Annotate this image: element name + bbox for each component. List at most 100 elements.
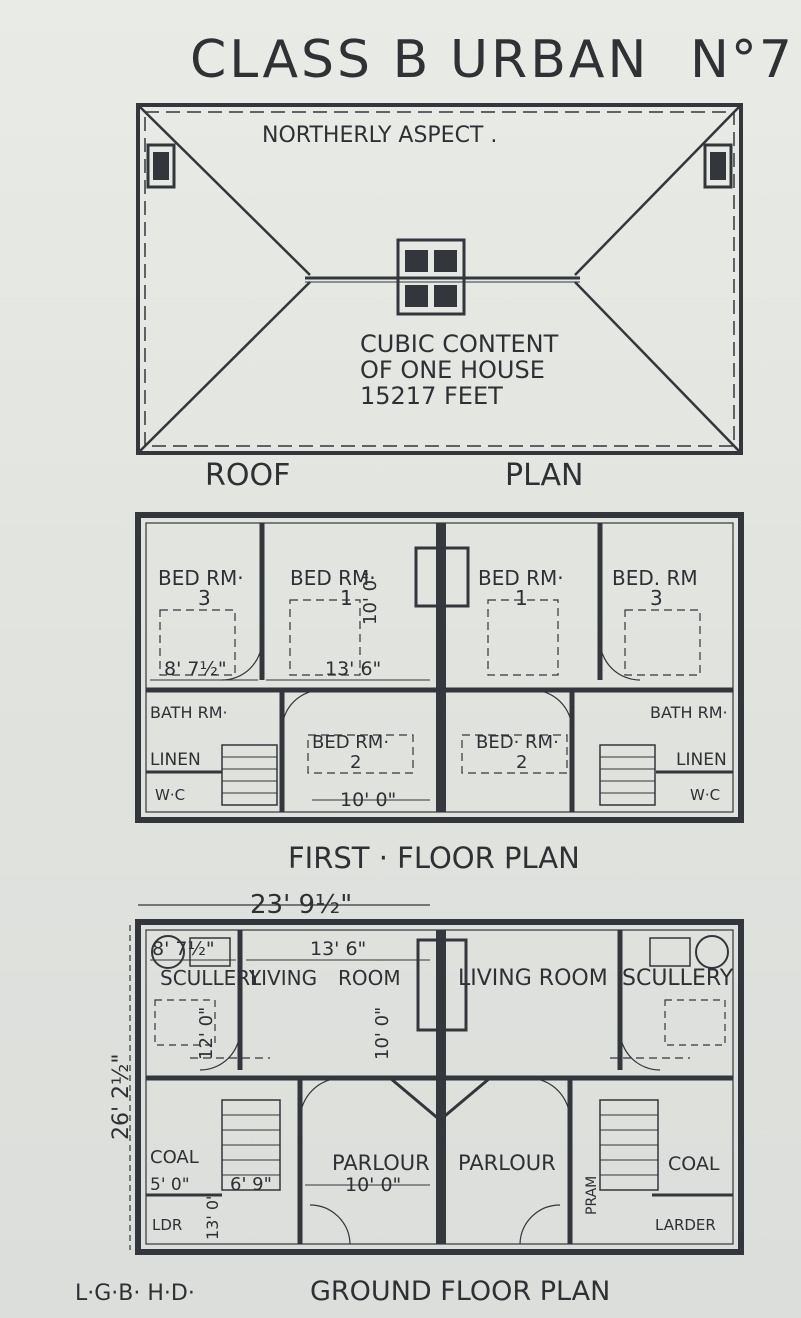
linen-left: LINEN [150,750,201,770]
bed-outline [307,734,414,774]
bed-room-3-right: BED. RM [612,566,698,590]
flue [434,250,457,272]
door-swing [281,689,323,731]
door-swing [527,1077,571,1121]
bed-room-1-left: BED RM· [290,566,376,590]
stair-right [599,744,656,806]
dim-10ft-0-ground: 10' 0" [345,1174,401,1196]
bath-room-right: BATH RM· [650,703,728,722]
stair-left [221,1099,281,1191]
larder-left: LDR [152,1216,182,1234]
chimney-breast-parlour [389,1076,491,1122]
door-swing [519,1204,561,1245]
flue [434,285,457,307]
ground-floor-plan: 23' 9½" 26' 2½" [75,890,744,1307]
wc-right: W·C [690,786,720,804]
flue [405,250,428,272]
ground-floor-outer-wall [135,919,744,1255]
sink-right [649,937,691,967]
door-swing [221,639,263,681]
hip-line-ne [574,106,740,276]
bed-room-2-left-number: 2 [350,752,361,773]
sink-left [189,937,231,967]
bed-room-3-left-number: 3 [198,586,211,610]
flue [405,285,428,307]
roof-caption-left: ROOF [205,458,290,493]
dim-10ft-0-first: 10' 0" [340,789,396,811]
flue [153,152,169,180]
roof-caption-right: PLAN [505,458,583,493]
overall-depth-dim: 26' 2½" [109,1054,134,1140]
scullery-table [154,999,216,1046]
door-swing [599,639,641,681]
dim-13ft-6-ground: 13' 6" [310,938,366,960]
parlour-right: PARLOUR [458,1151,556,1175]
dim-13ft-0-ground: 13' 0" [203,1193,222,1240]
flue [710,152,726,180]
scullery-right: SCULLERY [622,966,734,991]
scullery-table [664,999,726,1046]
bed-room-3-right-number: 3 [650,586,663,610]
larder-right: LARDER [655,1216,716,1234]
linen-right: LINEN [676,750,727,770]
stair-left [221,744,278,806]
living-left: LIVING [250,966,317,990]
roof-outline [136,103,743,455]
hip-line-nw [139,106,311,276]
stair-right [599,1099,659,1191]
bed-room-3-left: BED RM· [158,566,244,590]
room-left: ROOM [338,966,401,990]
party-wall [436,523,446,812]
copper-right [695,935,729,969]
bed-room-1-left-number: 1 [340,586,353,610]
bed-outline [487,599,559,676]
sheet-title-type: URBAN [450,30,650,90]
dim-8ft-7half-ground: 8' 7½" [152,938,215,960]
copper-left [151,935,185,969]
cubic-content-line2: OF ONE HOUSE [360,356,545,384]
door-swing [199,1029,241,1071]
hip-line-sw [139,281,311,452]
dim-12ft-0-ground: 12' 0" [196,1007,217,1060]
bed-outline [461,734,568,774]
bed-outline [624,609,701,676]
dim-6ft-9-ground: 6' 9" [230,1174,272,1195]
roof-plan: NORTHERLY ASPECT . CUBIC CONTENT OF ONE … [136,103,743,493]
sheet-title-class: CLASS B [190,30,432,90]
northerly-aspect-label: NORTHERLY ASPECT . [262,123,497,148]
bed-room-1-right-number: 1 [515,586,528,610]
corner-chimney-right [703,143,733,189]
door-swing [299,1077,343,1121]
bed-room-2-left: BED RM· [312,732,389,753]
central-chimney [396,238,466,316]
hip-line-se [574,281,740,452]
corner-chimney-left [146,143,176,189]
dim-5ft-0-ground: 5' 0" [150,1175,190,1195]
coal-left: COAL [150,1147,199,1168]
door-swing [309,1204,351,1245]
bed-outline [289,599,361,676]
parlour-left: PARLOUR [332,1151,430,1175]
dim-8ft-7half-first: 8' 7½" [164,658,227,680]
sheet-number: N°7 [690,30,794,90]
bath-room-left: BATH RM· [150,703,228,722]
central-chimney-breast [416,938,468,1032]
roof-eaves-line [144,111,735,447]
bed-room-1-right: BED RM· [478,566,564,590]
bed-room-2-right: BED· RM· [476,732,559,753]
overall-width-dim: 23' 9½" [250,890,352,920]
living-room-right: LIVING ROOM [458,966,608,991]
dim-13ft-6-first: 13' 6" [325,658,381,680]
first-floor-caption: FIRST · FLOOR PLAN [288,841,580,875]
coal-right: COAL [668,1153,720,1175]
cubic-content-line3: 15217 FEET [360,382,503,410]
cubic-content-line1: CUBIC CONTENT [360,330,559,358]
bed-outline [159,609,236,676]
first-floor-plan: BED RM· 3 BED RM· 1 BED RM· 1 BED. RM 3 … [135,512,744,875]
dim-10ft-0-vertical-ground: 10' 0" [372,1007,393,1060]
draughtsman-signature: L·G·B· H·D· [75,1281,195,1306]
first-floor-outer-wall [135,512,744,823]
dim-10ft-0-vertical-first: 10' 0" [360,572,381,625]
